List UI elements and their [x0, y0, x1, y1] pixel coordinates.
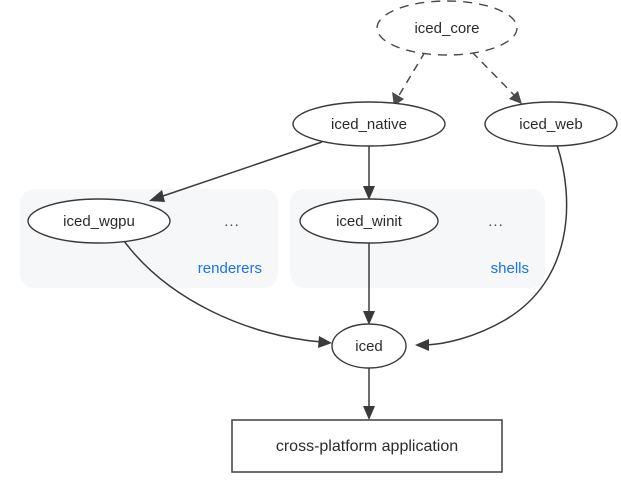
node-iced-winit-label: iced_winit: [336, 213, 403, 230]
node-iced-label: iced: [355, 338, 383, 355]
node-iced[interactable]: iced: [331, 323, 407, 369]
node-iced-winit[interactable]: iced_winit: [299, 198, 439, 244]
node-iced-winit-shape[interactable]: [299, 198, 439, 244]
edge-native-to-wgpu: [149, 141, 323, 202]
node-iced-native[interactable]: iced_native: [292, 101, 446, 147]
node-iced-wgpu-label: iced_wgpu: [63, 213, 135, 230]
node-iced-wgpu[interactable]: iced_wgpu: [27, 198, 171, 244]
node-iced-native-shape[interactable]: [292, 101, 446, 147]
edge-core-to-web: [471, 51, 522, 104]
edge-core-to-native-arrowhead: [392, 92, 404, 106]
edge-wgpu-to-iced-arrowhead: [318, 336, 332, 348]
node-application[interactable]: cross-platform application: [231, 419, 503, 473]
edge-iced-to-app: [363, 368, 375, 420]
node-iced-wgpu-shape[interactable]: [27, 198, 171, 244]
edge-core-to-web-arrowhead: [509, 91, 522, 104]
edge-winit-to-iced: [363, 243, 375, 325]
edge-wgpu-to-iced-line: [123, 240, 323, 343]
edge-web-to-iced-arrowhead: [415, 339, 429, 351]
edge-core-to-native-line: [397, 51, 426, 98]
node-application-label: cross-platform application: [276, 438, 458, 455]
edge-iced-to-app-arrowhead: [363, 406, 375, 420]
node-application-shape[interactable]: [231, 419, 503, 473]
node-iced-web[interactable]: iced_web: [484, 101, 618, 147]
node-iced-core-label: iced_core: [414, 20, 479, 37]
edge-winit-to-iced-arrowhead: [363, 311, 375, 325]
edge-core-to-native: [392, 51, 426, 106]
edge-core-to-web-line: [471, 51, 516, 97]
shells-more-ellipsis: ...: [488, 213, 504, 230]
node-iced-native-label: iced_native: [331, 116, 407, 133]
edge-native-to-winit: [363, 146, 375, 200]
node-iced-shape[interactable]: [331, 323, 407, 369]
edge-wgpu-to-iced: [123, 240, 332, 348]
node-iced-web-label: iced_web: [519, 116, 582, 133]
node-iced-web-shape[interactable]: [484, 101, 618, 147]
edge-native-to-winit-arrowhead: [363, 186, 375, 200]
node-iced-core-shape[interactable]: [376, 0, 518, 56]
edge-web-to-iced: [415, 144, 568, 351]
node-iced-core[interactable]: iced_core: [376, 0, 518, 56]
edge-web-to-iced-line: [425, 144, 568, 346]
edge-native-to-wgpu-line: [159, 141, 323, 198]
edge-native-to-wgpu-arrowhead: [149, 190, 165, 202]
renderers-more-ellipsis: ...: [224, 213, 240, 230]
cluster-shells-label: shells: [491, 260, 529, 277]
cluster-renderers-label: renderers: [198, 260, 262, 277]
